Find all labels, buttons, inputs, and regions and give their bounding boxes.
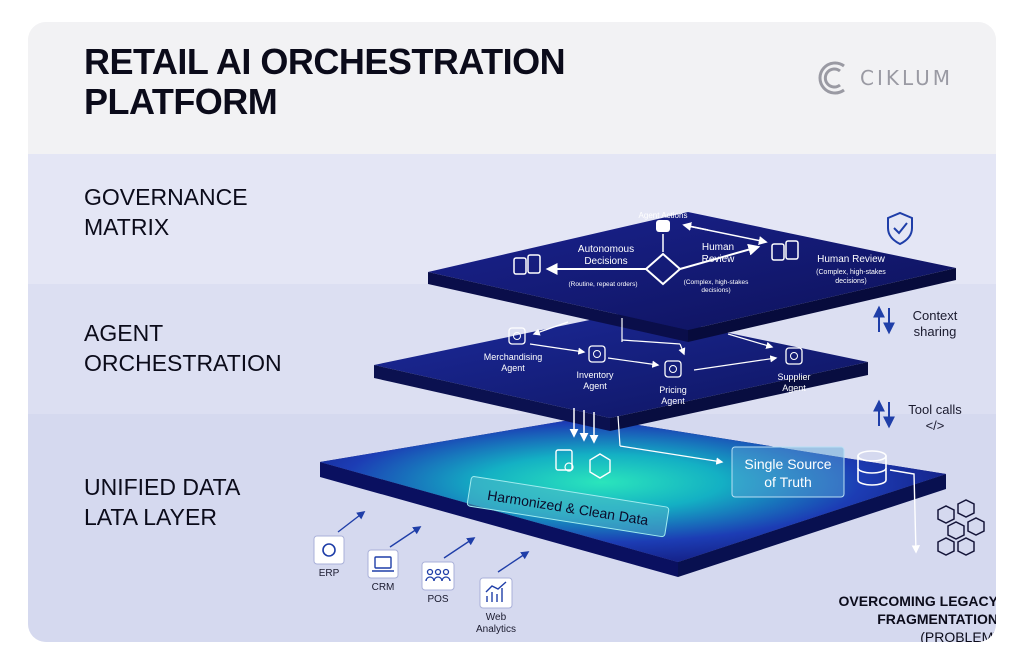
data-plane	[320, 417, 946, 577]
human-sub: (Complex, high-stakes	[684, 279, 749, 286]
layer-label-data: UNIFIED DATA LATA LAYER	[84, 474, 241, 530]
svg-text:(Complex, high-stakes: (Complex, high-stakes	[816, 269, 886, 276]
svg-text:Review: Review	[702, 254, 736, 265]
legacy-cubes-icon	[937, 499, 985, 556]
logo-text: CIKLUM	[860, 66, 954, 90]
human-label: Human	[702, 242, 734, 253]
legacy-arrow	[889, 469, 921, 554]
inventory-agent-label: Inventory	[576, 370, 614, 380]
page-title: RETAIL AI ORCHESTRATION PLATFORM	[84, 41, 566, 122]
inventory-agent-icon	[588, 345, 606, 363]
layer-label-governance: GOVERNANCE MATRIX	[84, 184, 248, 240]
single-source-of-truth: Single Source of Truth	[731, 446, 845, 498]
source-pos-label: POS	[427, 594, 449, 605]
supplier-agent-label: Supplier	[777, 372, 810, 382]
source-erp-label: ERP	[318, 568, 340, 579]
merchandising-agent-label: Merchandising	[484, 352, 543, 362]
document-icon	[527, 254, 541, 274]
data-flow-arrows	[569, 408, 724, 465]
context-sharing-label: Context sharing	[912, 308, 958, 339]
autonomous-label: Autonomous	[578, 244, 634, 255]
data-icons	[555, 449, 611, 479]
pricing-agent-icon	[664, 360, 682, 378]
layered-diagram: Agent Actions Autonomous Decisions (Rout…	[313, 211, 985, 609]
document-icon	[771, 243, 785, 261]
source-arrows	[337, 510, 530, 573]
svg-text:decisions): decisions)	[701, 287, 730, 294]
svg-text:Agent: Agent	[782, 383, 806, 393]
laptop-icon	[374, 556, 392, 569]
source-web-analytics	[479, 577, 513, 609]
problem-label: OVERCOMING LEGACY FRAGMENTATION (PROBLEM…	[838, 593, 996, 642]
shield-check-icon	[887, 211, 913, 246]
document-icon	[513, 257, 527, 275]
svg-text:Agent: Agent	[501, 363, 525, 373]
diagram-card: RETAIL AI ORCHESTRATION PLATFORM CIKLUM …	[28, 22, 996, 642]
merchandising-agent-icon	[508, 327, 526, 345]
pricing-agent-label: Pricing	[659, 385, 687, 395]
svg-text:Agent: Agent	[583, 381, 607, 391]
governance-plane	[428, 212, 956, 342]
svg-text:Agent: Agent	[661, 396, 685, 406]
ciklum-logo: CIKLUM	[816, 58, 966, 98]
supplier-agent-icon	[785, 347, 803, 365]
source-pos	[421, 561, 455, 591]
analytics-chart-icon	[485, 581, 507, 602]
governance-decision-flow: Agent Actions Autonomous Decisions (Rout…	[513, 211, 886, 294]
document-icon	[785, 240, 799, 260]
autonomous-sub: (Routine, repeat orders)	[568, 281, 637, 288]
svg-text:Decisions: Decisions	[584, 256, 627, 267]
agent-actions-label: Agent Actions	[639, 211, 688, 220]
data-document-icon	[555, 449, 573, 471]
svg-text:of Truth: of Truth	[764, 474, 811, 490]
source-crm-label: CRM	[371, 582, 395, 593]
agent-network: Merchandising Agent Inventory Agent Pric…	[484, 318, 811, 406]
people-icon	[425, 568, 451, 582]
decision-diamond-icon	[644, 252, 682, 286]
robot-icon	[656, 220, 670, 232]
human-review-title: Human Review	[817, 254, 886, 265]
svg-text:Single Source: Single Source	[744, 456, 831, 472]
ciklum-logo-icon	[818, 61, 845, 95]
tool-calls-label: Tool calls </>	[908, 402, 962, 433]
gear-icon	[322, 543, 336, 557]
svg-text:decisions): decisions)	[835, 278, 867, 285]
layers-stack-icon	[589, 453, 611, 479]
layer-label-agent: AGENT ORCHESTRATION	[84, 320, 282, 376]
source-crm	[367, 549, 399, 579]
database-icon	[857, 450, 887, 486]
tool-calls-arrows-icon	[873, 399, 895, 429]
source-web-analytics-label: Web Analytics	[475, 612, 516, 635]
context-sharing-arrows-icon	[873, 305, 895, 335]
source-erp	[313, 535, 345, 565]
